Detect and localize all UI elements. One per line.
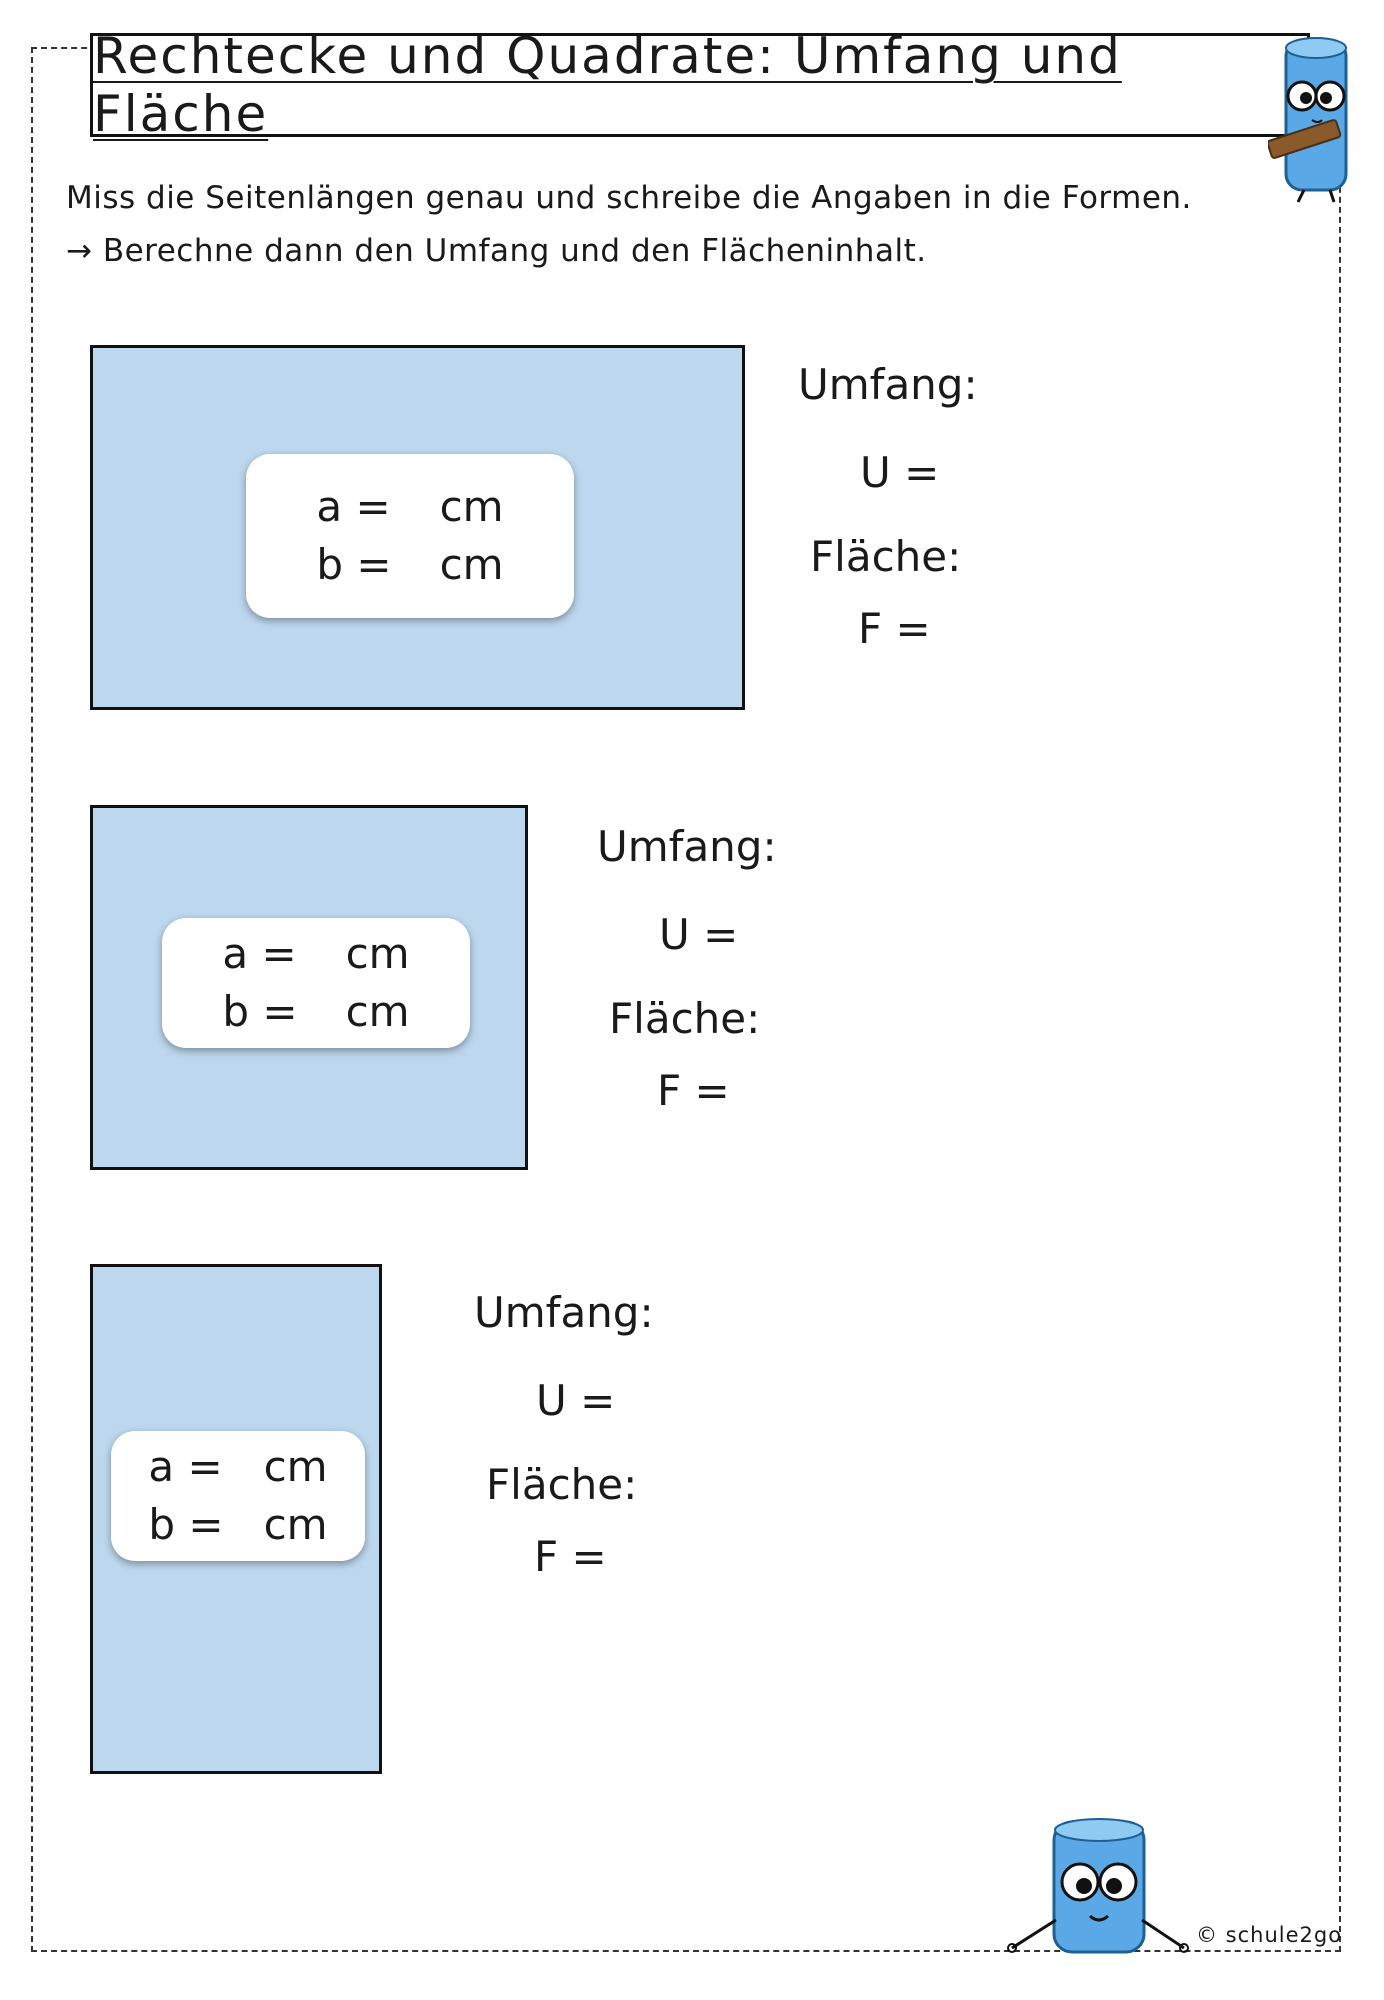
ruler-mascot-icon [1268,37,1348,203]
page-title: Rechtecke und Quadrate: Umfang und Fläch… [93,27,1122,143]
f-equals: F = [534,1532,607,1581]
f-equals: F = [657,1066,730,1115]
rectangle-shape-1: a = cm b = cm [90,345,745,710]
copyright-notice: © schule2go [1196,1923,1343,1947]
side-a-unit: cm [263,1442,328,1491]
instruction-line-1: Miss die Seitenlängen genau und schreibe… [66,180,1192,216]
rectangle-shape-2: a = cm b = cm [90,805,528,1170]
side-b-label: b = [222,987,298,1036]
side-b-unit: cm [439,540,504,589]
side-b-label: b = [316,540,392,589]
u-equals: U = [659,910,739,959]
u-equals: U = [536,1376,616,1425]
flaeche-label: Fläche: [810,532,962,581]
umfang-label: Umfang: [798,360,978,409]
u-equals: U = [860,448,940,497]
side-a-unit: cm [439,482,504,531]
flaeche-label: Fläche: [486,1460,638,1509]
waving-mascot-icon [1007,1818,1189,1954]
measurement-card-3: a = cm b = cm [111,1431,365,1561]
side-a-label: a = [148,1442,223,1491]
side-b-unit: cm [345,987,410,1036]
umfang-label: Umfang: [597,822,777,871]
flaeche-label: Fläche: [609,994,761,1043]
umfang-label: Umfang: [474,1288,654,1337]
measurement-card-1: a = cm b = cm [246,454,574,618]
side-a-label: a = [316,482,391,531]
f-equals: F = [858,604,931,653]
instruction-line-2: → Berechne dann den Umfang und den Fläch… [66,233,927,269]
title-box: Rechtecke und Quadrate: Umfang und Fläch… [90,27,1310,143]
side-a-unit: cm [345,929,410,978]
side-b-label: b = [148,1500,224,1549]
rectangle-shape-3: a = cm b = cm [90,1264,382,1774]
side-b-unit: cm [263,1500,328,1549]
measurement-card-2: a = cm b = cm [162,918,470,1048]
side-a-label: a = [222,929,297,978]
